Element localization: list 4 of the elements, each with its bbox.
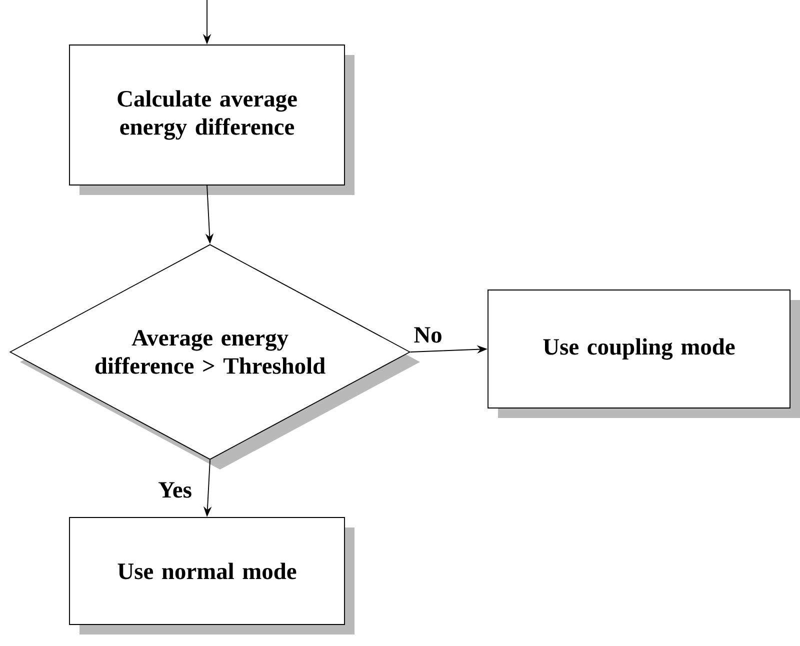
process-box: Use coupling mode bbox=[488, 290, 800, 418]
process-box: Calculate average energy difference bbox=[69, 44, 354, 195]
process-box: Use normal mode bbox=[69, 517, 354, 634]
edge-label: Yes bbox=[156, 481, 194, 499]
